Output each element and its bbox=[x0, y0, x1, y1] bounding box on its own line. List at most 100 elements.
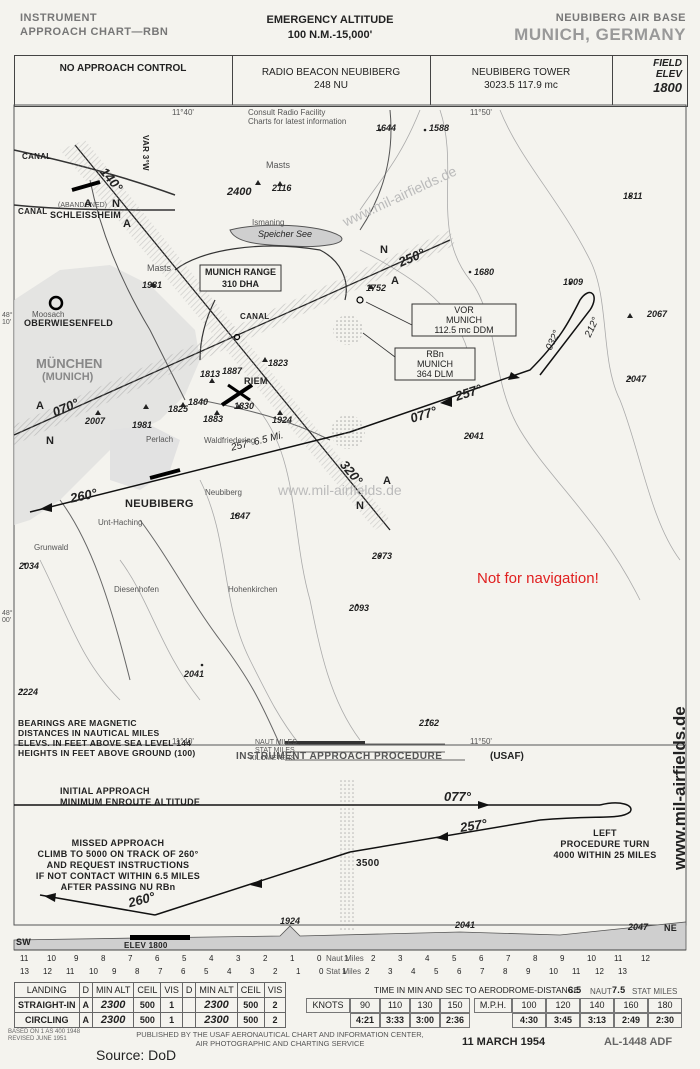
neubiberg-runway bbox=[149, 468, 181, 480]
river-isar bbox=[89, 179, 186, 401]
footer-date: 11 MARCH 1954 bbox=[462, 1036, 546, 1048]
town-grunwald: Grunwald bbox=[34, 543, 69, 552]
elevation: 1924 bbox=[272, 415, 293, 425]
turn-line: LEFT bbox=[593, 828, 617, 838]
minima-header: LANDING bbox=[14, 982, 80, 998]
watermark: www.mil-airfields.de bbox=[278, 482, 402, 498]
timing-cell: 100 bbox=[512, 998, 546, 1013]
minima-vis: 1 bbox=[160, 1012, 183, 1028]
profile-height: 2041 bbox=[455, 920, 476, 930]
scale-tick: 1 bbox=[344, 954, 349, 963]
profile-elev: ELEV 1800 bbox=[124, 941, 168, 950]
scale-tick: 5 bbox=[204, 967, 209, 976]
chart-type-line1: INSTRUMENT bbox=[20, 12, 98, 24]
profile-height: 1924 bbox=[280, 916, 301, 926]
scale-tick: 9 bbox=[526, 967, 531, 976]
timing-cell: 180 bbox=[648, 998, 682, 1013]
elevation: 1811 bbox=[623, 191, 643, 201]
elevation: 2067 bbox=[647, 309, 668, 319]
scale-tick: 0 bbox=[319, 967, 324, 976]
scale-tick: 13 bbox=[618, 967, 627, 976]
minima-ceil: 500 bbox=[236, 997, 265, 1013]
consult-note-1: Consult Radio Facility bbox=[248, 108, 326, 117]
profile-arrow bbox=[436, 832, 448, 841]
missed-line: AFTER PASSING NU RBn bbox=[60, 882, 176, 892]
timing-cell: 140 bbox=[580, 998, 614, 1013]
scale-km: KILOMETERS bbox=[250, 755, 296, 762]
profile-arrow bbox=[250, 879, 262, 888]
legend-line: BEARINGS ARE MAGNETIC bbox=[18, 718, 137, 728]
timing-cell: 120 bbox=[546, 998, 580, 1013]
initial-approach-label: INITIAL APPROACH bbox=[60, 786, 150, 796]
scale-tick: 7 bbox=[506, 954, 511, 963]
town-ismaning: Ismaning bbox=[252, 218, 285, 227]
scale-tick: 0 bbox=[317, 954, 322, 963]
timing-stat: STAT MILES bbox=[632, 987, 678, 996]
elevation: 2400 bbox=[227, 186, 252, 198]
scale-tick: 6 bbox=[457, 967, 462, 976]
riem-runway bbox=[220, 383, 254, 407]
procedure-title: INSTRUMENT APPROACH PROCEDURE bbox=[236, 751, 443, 762]
neubiberg-rbn-symbol bbox=[331, 415, 365, 449]
munich-range-name: MUNICH RANGE bbox=[205, 267, 276, 277]
info-divider bbox=[232, 55, 233, 105]
range-leg-shade bbox=[60, 140, 390, 530]
profile-missed-leg bbox=[39, 894, 156, 916]
radio-beacon-name: RADIO BEACON NEUBIBERG bbox=[261, 67, 401, 78]
minima-header: D bbox=[78, 982, 93, 998]
elevation: 1830 bbox=[234, 401, 255, 411]
scale-tick: 9 bbox=[74, 954, 79, 963]
elevation: 1752 bbox=[366, 283, 387, 293]
field-elev-label1: FIELD bbox=[653, 58, 682, 69]
scale-tick: 3 bbox=[250, 967, 255, 976]
elevation: 2224 bbox=[18, 687, 39, 697]
scale-tick: 7 bbox=[480, 967, 485, 976]
tower-freq: 3023.5 117.9 mc bbox=[484, 80, 558, 91]
elevation: 2047 bbox=[626, 374, 647, 384]
timing-naut: NAUT bbox=[590, 987, 612, 996]
neubiberg-label: NEUBIBERG bbox=[125, 498, 194, 510]
canal-label: CANAL bbox=[22, 152, 52, 161]
munich-label: (MUNICH) bbox=[42, 371, 94, 383]
timing-cell: 3:45 bbox=[546, 1013, 580, 1028]
rbn-fix-band bbox=[340, 780, 354, 930]
scale-tick: 6 bbox=[479, 954, 484, 963]
elevation: 1981 bbox=[132, 420, 153, 430]
minima-header: VIS bbox=[263, 982, 287, 998]
vor-box bbox=[411, 303, 517, 337]
legend-line: HEIGHTS IN FEET ABOVE GROUND (100) bbox=[18, 748, 196, 758]
longitude-tick: 11°50' bbox=[470, 108, 492, 117]
profile-arrow bbox=[44, 893, 56, 902]
info-divider bbox=[430, 55, 431, 105]
longitude-tick: 11°50' bbox=[470, 737, 492, 746]
scale-tick: 3 bbox=[398, 954, 403, 963]
rbn-freq: 364 DLM bbox=[416, 369, 454, 379]
timing-cell: 90 bbox=[350, 998, 380, 1013]
scale-tick: 10 bbox=[587, 954, 596, 963]
minima-header: MIN ALT bbox=[91, 982, 135, 998]
elevation: 1823 bbox=[268, 358, 289, 368]
profile-sw: SW bbox=[16, 937, 32, 947]
elevation: 1813 bbox=[200, 369, 221, 379]
river bbox=[359, 109, 392, 231]
riem-runway bbox=[227, 383, 251, 402]
timing-dist1: 6.5 bbox=[568, 985, 582, 995]
timing-title: TIME IN MIN AND SEC TO AERODROME-DISTANC… bbox=[374, 985, 580, 995]
scale-tick: 5 bbox=[452, 954, 457, 963]
scale-tick: 10 bbox=[549, 967, 558, 976]
profile-arrow bbox=[478, 801, 490, 809]
timing-cell: 2:36 bbox=[440, 1013, 470, 1028]
footer-code: AL-1448 ADF bbox=[604, 1036, 673, 1048]
procedure-turn bbox=[539, 802, 632, 821]
scale-naut: NAUT MILES bbox=[255, 739, 297, 746]
minima-vis: 2 bbox=[263, 997, 287, 1013]
watermark-vertical: www.mil-airfields.de bbox=[670, 706, 689, 870]
field-elev-label: FIELD ELEV 1800 bbox=[612, 58, 682, 95]
elevation: 2007 bbox=[85, 416, 106, 426]
scale-tick: 4 bbox=[425, 954, 430, 963]
munich-range-box bbox=[199, 264, 282, 292]
scale-tick: 10 bbox=[89, 967, 98, 976]
